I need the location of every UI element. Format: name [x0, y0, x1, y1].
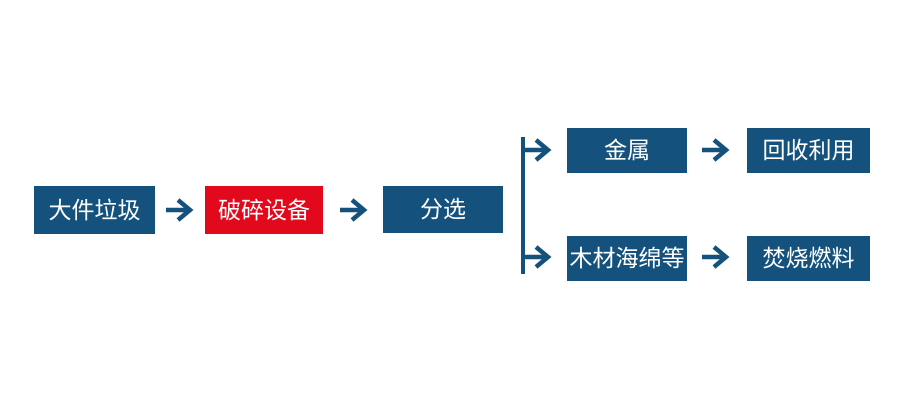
arrow-right-icon — [702, 245, 730, 269]
node-sorting: 分选 — [383, 186, 503, 233]
node-incineration-fuel: 焚烧燃料 — [747, 236, 870, 281]
arrow-right-icon — [340, 198, 368, 222]
node-recycling: 回收利用 — [747, 128, 870, 173]
node-metal: 金属 — [567, 128, 687, 173]
branch-connector-line — [521, 137, 525, 274]
arrow-right-icon — [702, 138, 730, 162]
arrow-right-icon — [525, 138, 552, 162]
node-crushing-equipment: 破碎设备 — [205, 186, 323, 234]
node-bulky-waste: 大件垃圾 — [34, 186, 155, 234]
arrow-right-icon — [525, 245, 552, 269]
arrow-right-icon — [166, 198, 194, 222]
node-wood-sponge: 木材海绵等 — [567, 236, 687, 281]
